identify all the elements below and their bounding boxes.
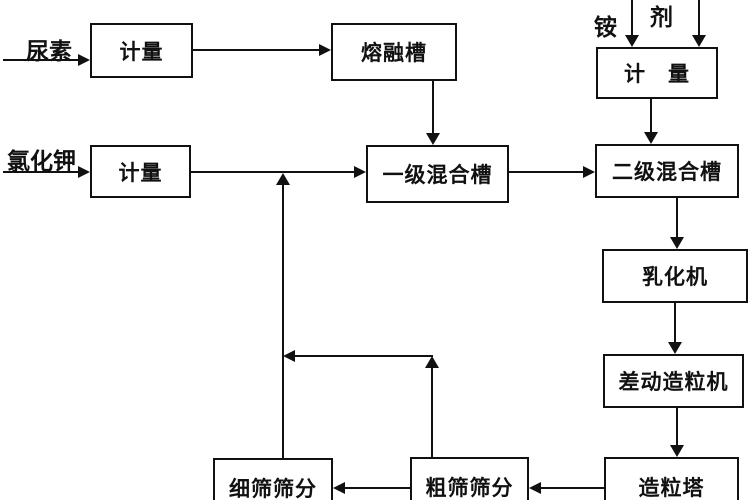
flow-meterkcl-to-mixer1-line (191, 171, 354, 173)
node-label: 细筛筛分 (229, 478, 317, 500)
flow-meterkcl-to-mixer1-arrow-icon (354, 166, 366, 178)
flow-agent-to-meter-arrow-icon (692, 35, 706, 47)
node-label: 粗筛筛分 (425, 477, 514, 500)
flow-ammonium-to-meter-arrow-icon (625, 35, 639, 47)
flow-mixer1-to-mixer2-line (509, 171, 583, 173)
node-meter-additives: 计 量 (596, 47, 718, 99)
flow-coarse-to-fine-arrow-icon (333, 482, 345, 494)
flow-kcl-to-meter-line (3, 171, 79, 173)
node-label: 二级混合槽 (612, 161, 722, 184)
node-mixer-stage2: 二级混合槽 (595, 144, 739, 198)
node-label: 计量 (118, 161, 163, 185)
flow-mixer2-to-emulsifier-arrow-icon (670, 237, 684, 249)
recycle-coarse-up-arrow-icon (425, 356, 439, 368)
node-label: 差动造粒机 (618, 371, 729, 394)
flow-melting-to-mixer1-arrow-icon (426, 133, 440, 145)
recycle-fine-up-arrow-icon (276, 173, 290, 185)
flow-meter-to-melting-line (193, 49, 319, 51)
node-label: 熔融槽 (361, 42, 427, 65)
node-label: 一级混合槽 (382, 164, 493, 187)
node-mixer-stage1: 一级混合槽 (366, 145, 509, 203)
recycle-coarse-up-line (431, 368, 433, 457)
node-label: 造粒塔 (638, 477, 705, 500)
node-label: 乳化机 (642, 266, 708, 289)
node-fine-sieve: 细筛筛分 (213, 458, 333, 500)
flow-meter-to-melting-arrow-icon (319, 44, 331, 56)
flow-emulsifier-to-granulator-line (674, 303, 676, 343)
node-granulation-tower: 造粒塔 (604, 457, 739, 500)
recycle-horizontal-arrow-icon (283, 350, 295, 362)
label-ammonium: 铵 (594, 14, 617, 40)
node-emulsifier: 乳化机 (602, 249, 748, 303)
node-label: 计量 (119, 40, 164, 64)
flow-meteradd-to-mixer2-arrow-icon (644, 132, 658, 144)
node-diff-granulator: 差动造粒机 (603, 354, 744, 408)
recycle-horizontal-line (295, 355, 433, 357)
node-coarse-sieve: 粗筛筛分 (410, 457, 529, 500)
recycle-fine-up-line (282, 185, 284, 458)
label-agent: 剂 (650, 4, 673, 30)
flow-mixer1-to-mixer2-arrow-icon (583, 166, 595, 178)
flow-melting-to-mixer1-line (432, 81, 434, 134)
node-melting-tank: 熔融槽 (331, 23, 457, 81)
flow-urea-to-meter-arrow-icon (78, 54, 90, 66)
flow-tower-to-coarse-line (541, 487, 604, 489)
flow-ammonium-to-meter-line (631, 0, 633, 36)
flow-meteradd-to-mixer2-line (650, 99, 652, 133)
label-potassium-chloride: 氯化钾 (7, 148, 76, 174)
flow-mixer2-to-emulsifier-line (676, 198, 678, 238)
flow-granulator-to-tower-arrow-icon (670, 445, 684, 457)
flow-coarse-to-fine-line (345, 487, 410, 489)
flow-urea-to-meter-line (3, 59, 79, 61)
node-meter-kcl: 计量 (90, 145, 191, 198)
node-meter-urea: 计量 (90, 23, 193, 78)
flow-tower-to-coarse-arrow-icon (529, 482, 541, 494)
flow-kcl-to-meter-arrow-icon (78, 166, 90, 178)
flow-emulsifier-to-granulator-arrow-icon (668, 342, 682, 354)
node-label: 计 量 (624, 63, 690, 86)
flow-agent-to-meter-line (698, 0, 700, 36)
flow-granulator-to-tower-line (676, 408, 678, 446)
